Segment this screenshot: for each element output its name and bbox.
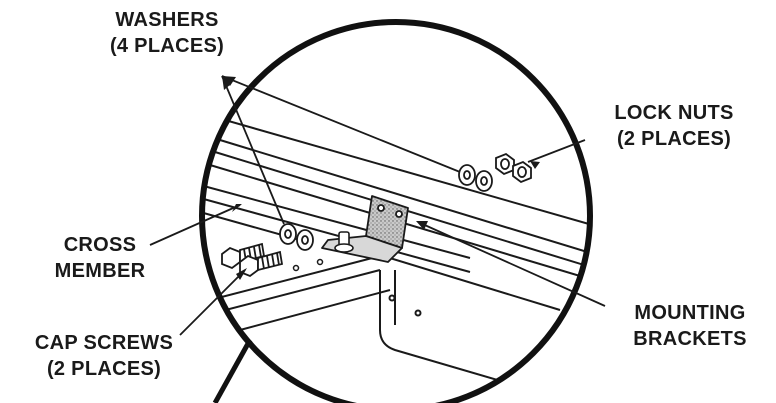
cap-screws-leader <box>179 269 246 336</box>
mounting-brackets-leader <box>417 221 606 307</box>
washers-callout: WASHERS (4 PLACES) <box>62 7 272 59</box>
cross-member-holes <box>292 258 324 272</box>
leader-lines <box>149 75 606 336</box>
cap-screws <box>221 242 284 278</box>
cap-screws-quantity: (2 PLACES) <box>46 358 162 380</box>
cross-member-label-line1: CROSS <box>63 234 137 256</box>
bracket-bolt <box>334 231 354 253</box>
side-panel <box>379 270 590 403</box>
mounting-brackets-label-line2: BRACKETS <box>633 328 747 350</box>
washers-leader-lower <box>221 75 285 225</box>
washers-label: WASHERS <box>115 9 219 31</box>
washers-upper <box>458 164 493 192</box>
detail-view <box>202 109 590 403</box>
lock-nuts-label: LOCK NUTS <box>614 102 734 124</box>
washers-leader-upper <box>221 75 461 173</box>
cross-member-callout: CROSS MEMBER <box>30 232 170 284</box>
washers-lower <box>279 223 314 251</box>
cross-member-leader <box>149 204 241 246</box>
cap-screws-callout: CAP SCREWS (2 PLACES) <box>4 330 204 382</box>
upper-frame-rail <box>202 109 590 289</box>
lock-nuts-leader <box>527 139 586 163</box>
cross-member-label-line2: MEMBER <box>54 260 146 282</box>
cross-member <box>202 184 561 331</box>
cap-screws-label: CAP SCREWS <box>34 332 174 354</box>
leader-arrowheads <box>222 76 540 280</box>
washers-quantity: (4 PLACES) <box>109 35 225 57</box>
magnifier-leader-line <box>212 338 253 403</box>
lock-nuts-callout: LOCK NUTS (2 PLACES) <box>584 100 764 152</box>
lock-nuts-quantity: (2 PLACES) <box>616 128 732 150</box>
mounting-brackets-label-line1: MOUNTING <box>634 302 746 324</box>
mounting-brackets-callout: MOUNTING BRACKETS <box>604 300 776 352</box>
lock-nuts <box>495 152 532 184</box>
magnifier-circle <box>199 19 593 403</box>
